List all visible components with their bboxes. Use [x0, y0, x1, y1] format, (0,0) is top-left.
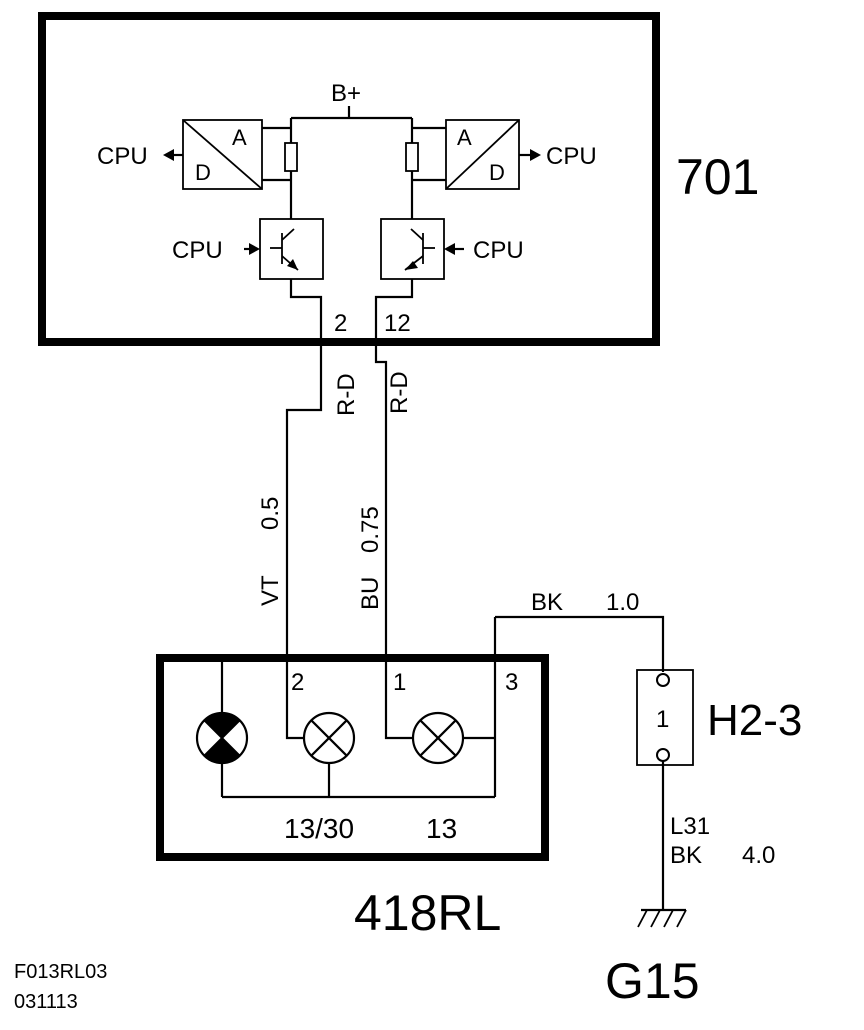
adc-left-a: A — [232, 125, 247, 150]
adc-right: A D — [445, 119, 520, 190]
bulb-1-icon — [411, 711, 465, 765]
module-701: 701 B+ A D CPU A D — [38, 12, 759, 346]
module-pin-2: 2 — [334, 310, 347, 337]
resistor-left — [284, 142, 298, 172]
ground-g15-id: G15 — [605, 953, 700, 1009]
connector-terminal-top — [656, 673, 670, 687]
transistor-switch-right — [380, 218, 445, 280]
wire-bu: R-D BU 0.75 — [357, 346, 413, 658]
lamp-418rl-outline — [156, 654, 549, 861]
module-701-id: 701 — [676, 149, 759, 205]
diagram-date: 031113 — [14, 991, 78, 1013]
ground-symbol-icon — [637, 908, 687, 928]
transistor-switch-left — [259, 218, 324, 280]
connector-h2-3: 1 H2-3 — [636, 669, 802, 766]
arrow-right-icon — [530, 149, 541, 161]
arrow-into-switch-left-icon — [249, 243, 260, 255]
wire-vt-connector: R-D — [333, 373, 360, 416]
wire-vt-size: 0.5 — [257, 497, 284, 530]
wire-vt: R-D VT 0.5 — [257, 346, 360, 658]
cpu-label-top-right: CPU — [546, 143, 597, 170]
b-plus-label: B+ — [331, 80, 361, 107]
diagram-code: F013RL03 — [14, 961, 107, 983]
wire-bk: BK 1.0 — [495, 589, 665, 672]
arrow-left-icon — [163, 149, 174, 161]
adc-left: A D — [182, 119, 263, 190]
connector-h2-3-id: H2-3 — [707, 696, 802, 745]
adc-right-d: D — [489, 160, 505, 185]
wire-bu-size: 0.75 — [357, 506, 384, 553]
connector-h2-3-body — [636, 669, 694, 766]
wire-vt-color: VT — [257, 575, 284, 606]
cpu-label-top-left: CPU — [97, 143, 148, 170]
lamp-function-13: 13 — [426, 813, 457, 844]
connector-pin-1: 1 — [656, 706, 669, 733]
module-pin-12: 12 — [384, 310, 411, 337]
lamp-418rl: 418RL 2 1 3 — [156, 617, 549, 941]
indicator-lamp-icon — [195, 711, 249, 765]
adc-left-d: D — [195, 160, 211, 185]
bulb-2-icon — [302, 711, 356, 765]
wire-bk-color: BK — [531, 589, 563, 616]
resistor-right — [405, 142, 419, 172]
lamp-pin-3: 3 — [505, 669, 518, 696]
cpu-label-bottom-right: CPU — [473, 237, 524, 264]
wire-bu-color: BU — [357, 577, 384, 610]
cpu-label-bottom-left: CPU — [172, 237, 223, 264]
lamp-pin-2: 2 — [291, 669, 304, 696]
wire-ground-color: BK — [670, 842, 702, 869]
lamp-pin-1: 1 — [393, 669, 406, 696]
connector-terminal-bottom — [656, 748, 670, 762]
lamp-function-13-30: 13/30 — [284, 813, 354, 844]
wire-bk-size: 1.0 — [606, 589, 639, 616]
wire-ground: L31 BK 4.0 — [661, 761, 775, 910]
module-701-outline — [38, 12, 660, 346]
wire-ground-line: L31 — [670, 813, 710, 840]
arrow-into-switch-right-icon — [444, 243, 455, 255]
wire-bu-connector: R-D — [386, 371, 413, 414]
adc-right-a: A — [457, 125, 472, 150]
lamp-418rl-id: 418RL — [354, 885, 501, 941]
wire-ground-size: 4.0 — [742, 842, 775, 869]
